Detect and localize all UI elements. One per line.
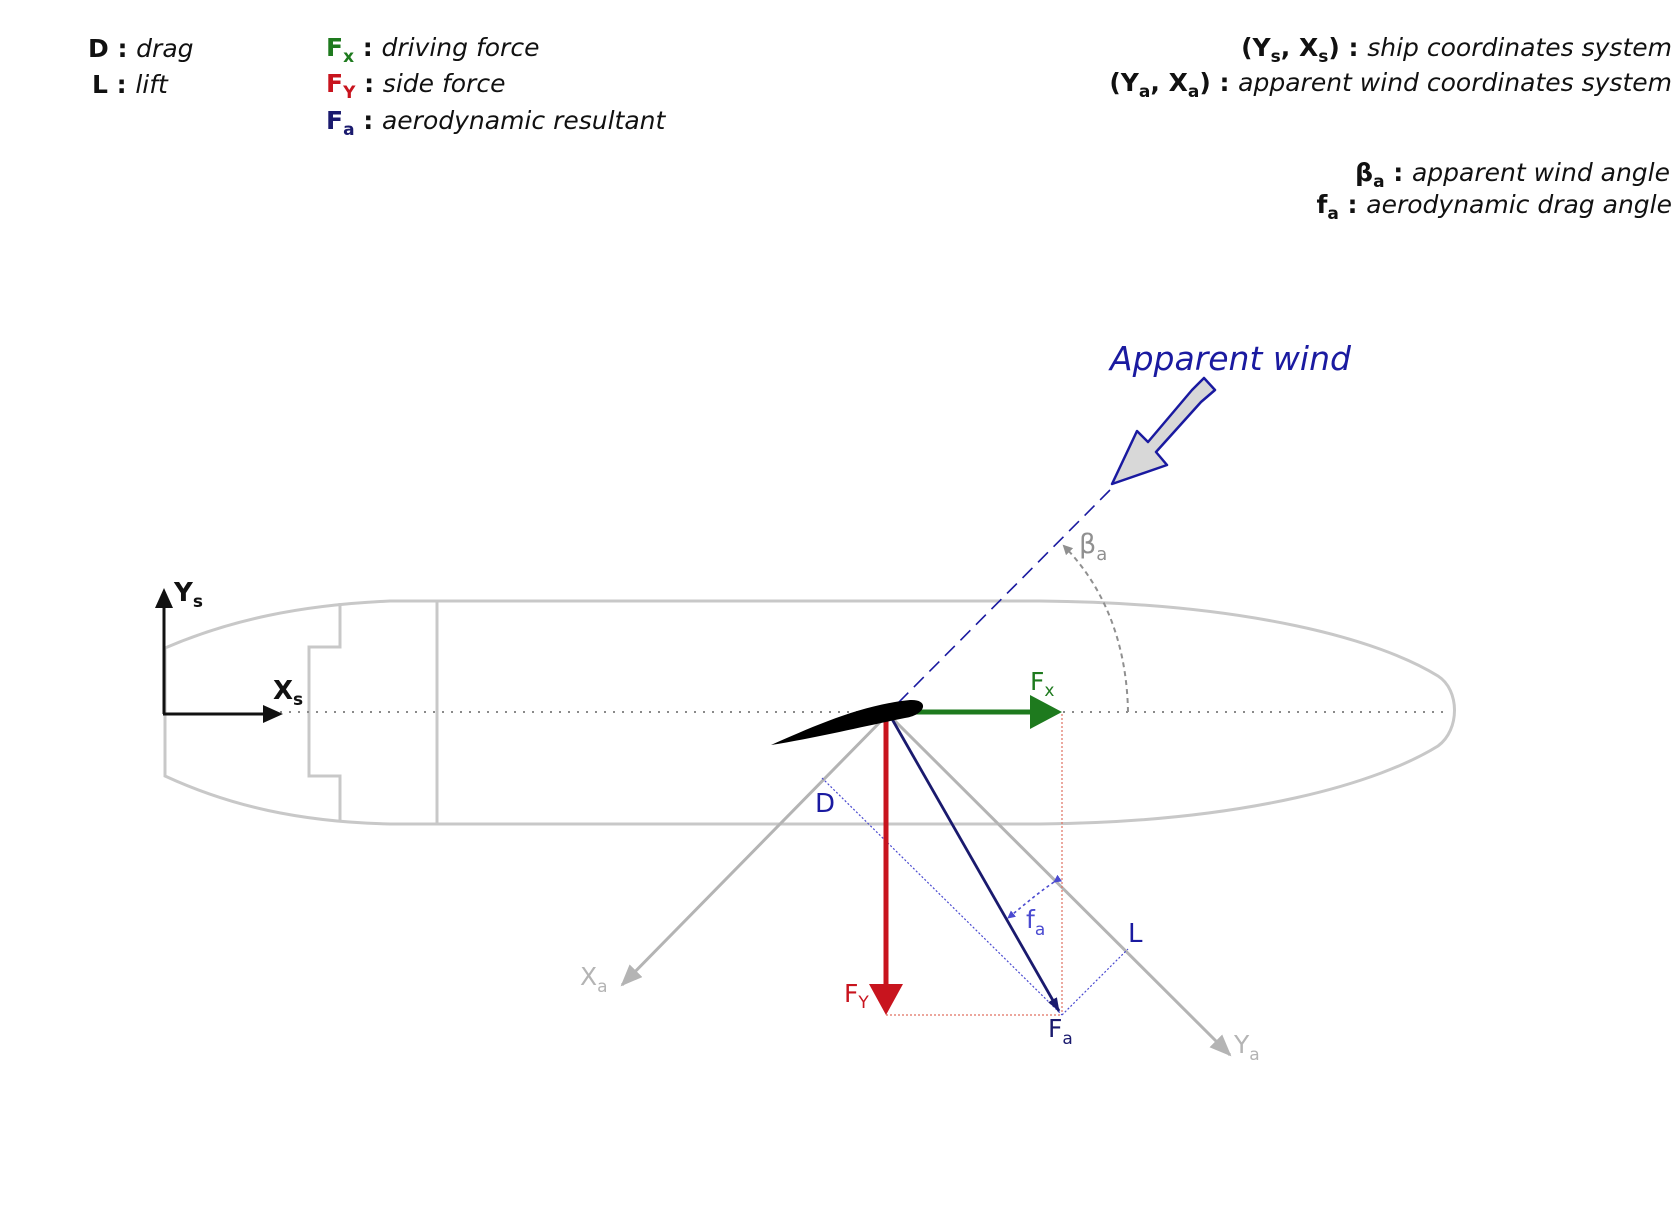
side-force-vector: FY [844, 716, 903, 1015]
drag-angle: fa [1007, 874, 1063, 940]
legend-side-force: FY : side force [326, 69, 505, 103]
apparent-wind: Apparent wind [897, 339, 1352, 704]
legend-apparent-wind-angle: βa : apparent wind angle [1355, 158, 1670, 192]
fx-arrowhead [1030, 695, 1062, 729]
fy-label: FY [844, 979, 869, 1013]
xs-label: Xs [273, 676, 303, 710]
fa-shaft [886, 711, 1061, 1012]
xa-axis [620, 712, 890, 987]
apparent-wind-direction-line [897, 489, 1111, 704]
lift-label: L [1128, 919, 1143, 949]
wind-block-arrow [1110, 376, 1217, 486]
sail-airfoil [771, 699, 924, 745]
apparent-wind-angle: βa [1062, 529, 1129, 713]
legend-wind-coordinates: (Ya, Xa) : apparent wind coordinates sys… [1109, 68, 1672, 102]
ship-axes: Ys Xs [155, 578, 303, 723]
legend-ship-coordinates: (Ys, Xs) : ship coordinates system [1241, 33, 1672, 67]
beta-label: βa [1079, 529, 1107, 565]
ys-label: Ys [173, 578, 203, 612]
legend-lift: L : lift [92, 70, 169, 99]
drag-projection-line [821, 777, 1063, 1016]
lift-projection-line [1061, 948, 1129, 1016]
fx-label: Fx [1030, 667, 1054, 701]
xs-arrowhead [263, 705, 283, 723]
resultant-force-vector: Fa [886, 711, 1073, 1049]
beta-arc [1062, 544, 1129, 713]
drag-label: D [815, 789, 835, 819]
legend-drag-angle: fa : aerodynamic drag angle [1316, 190, 1672, 224]
legend: D : drag L : lift Fx : driving force FY … [88, 33, 1672, 224]
fa-label: Fa [1048, 1014, 1073, 1049]
ya-label: Ya [1233, 1030, 1260, 1065]
hull-outline [163, 599, 1456, 826]
legend-drag: D : drag [88, 34, 194, 63]
construction-lines [821, 714, 1129, 1016]
legend-resultant: Fa : aerodynamic resultant [326, 106, 667, 140]
ya-axis [886, 712, 1232, 1057]
legend-driving-force: Fx : driving force [326, 33, 539, 67]
fy-arrowhead [869, 984, 903, 1015]
fa-angle-label: fa [1026, 905, 1045, 940]
apparent-wind-label: Apparent wind [1108, 339, 1352, 378]
ys-arrowhead [155, 588, 173, 608]
xa-label: Xa [580, 962, 608, 997]
driving-force-vector: Fx [896, 667, 1062, 729]
